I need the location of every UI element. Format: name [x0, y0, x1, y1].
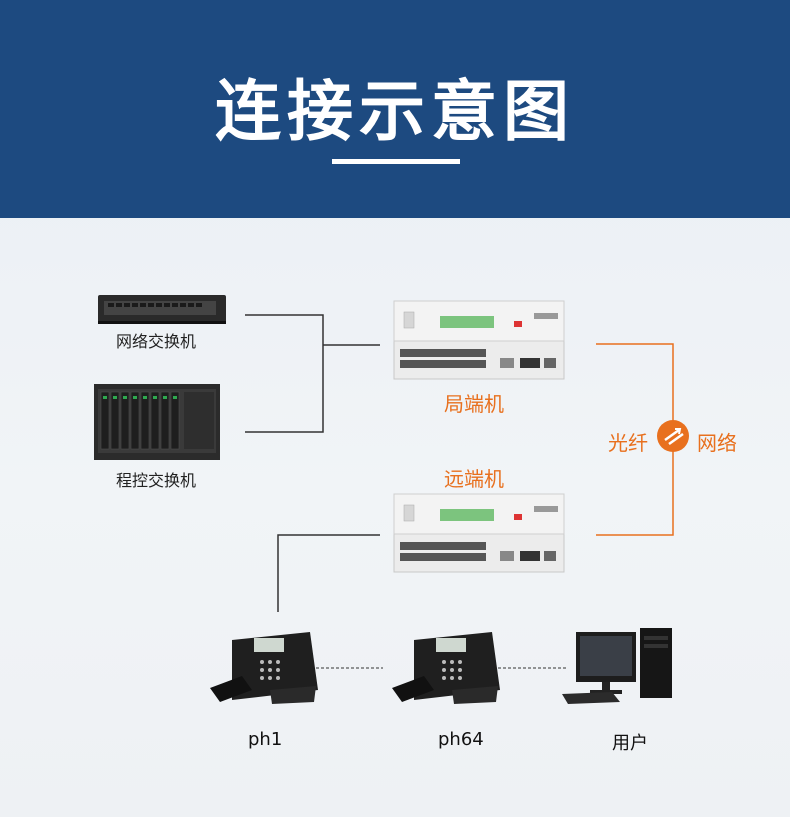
local-unit-label: 局端机 [444, 388, 504, 417]
connector-lines [245, 315, 380, 612]
local-unit-icon [394, 301, 564, 379]
phone-ph64-label: ph64 [438, 729, 484, 750]
switch-bracket-line [245, 315, 323, 432]
phone-ph64-icon [392, 632, 500, 704]
phone-ph1-label: ph1 [248, 729, 282, 750]
network-switch-icon [98, 295, 226, 324]
network-label: 网络 [697, 427, 737, 456]
remote-unit-label: 远端机 [444, 463, 504, 492]
fiber-network-icon [657, 420, 689, 452]
user-computer-icon [562, 628, 672, 704]
pbx-switch-icon [94, 384, 220, 460]
phone-ph1-icon [210, 632, 318, 704]
fiber-label: 光纤 [608, 427, 648, 456]
pbx-switch-label: 程控交换机 [116, 467, 196, 491]
network-switch-label: 网络交换机 [116, 328, 196, 352]
user-label: 用户 [612, 729, 648, 755]
remote-unit-icon [394, 494, 564, 572]
remote-to-phone-line [278, 535, 380, 612]
